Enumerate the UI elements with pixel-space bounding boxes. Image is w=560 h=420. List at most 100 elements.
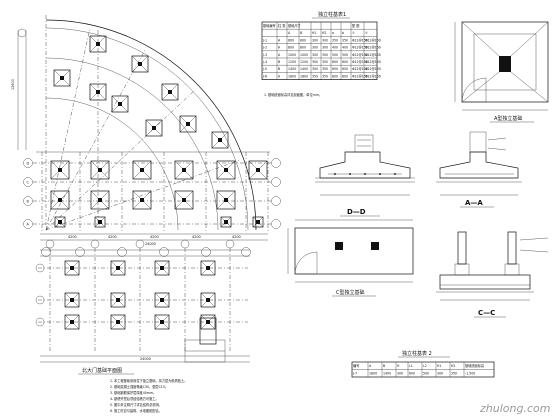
- note-2: 2. 基础混凝土强度等级C30，垫层C15。: [110, 384, 168, 389]
- note-3: 3. 基础钢筋保护层厚度40mm。: [110, 390, 156, 395]
- table-1-cell: Φ12@150: [365, 67, 381, 71]
- dim-5: 4200: [232, 235, 241, 239]
- gate-footing-1: [64, 260, 80, 276]
- col-axis-6: [241, 247, 251, 257]
- gate-axis-4: [180, 239, 190, 249]
- row-axis-c: C: [27, 181, 30, 185]
- row-axis-a: A: [27, 223, 30, 227]
- table-1-cell: J-3: [262, 53, 267, 57]
- footings-rect: [41, 152, 269, 232]
- table-1-cell: 400: [332, 46, 338, 50]
- table-1-cell: ②: [365, 31, 368, 35]
- table-1-cell: Φ12@150: [352, 74, 368, 78]
- table-1-cell: 300: [312, 53, 318, 57]
- table-1-cell: 基础编号: [263, 23, 276, 28]
- column-c-1: [335, 242, 343, 250]
- gate-axis-2: [90, 239, 100, 249]
- footing-r1-c5: [216, 160, 236, 180]
- table-1-cell: 350: [312, 74, 318, 78]
- row-axes: D C B A: [23, 158, 281, 229]
- table-1-cell: 650: [342, 67, 348, 71]
- table-1-cell: B: [278, 67, 280, 71]
- column-a: [499, 56, 511, 72]
- detail-a-plan: A型独立基础: [454, 21, 549, 123]
- table-2-cell: 600: [409, 372, 415, 376]
- table-1-cell: 300: [312, 67, 318, 71]
- table-1-cell: 300: [322, 53, 328, 57]
- table-1-cell: 350: [322, 74, 328, 78]
- table-1-cell: 1400: [288, 67, 296, 71]
- table-1-cell: 800: [332, 74, 338, 78]
- table-1-cell: J-5: [262, 67, 267, 71]
- gate-footing-12: [200, 314, 216, 330]
- table-1-note: 1. 基础底面标高详见剖面图，单位mm。: [264, 92, 322, 97]
- footing-arc-1: [89, 35, 107, 53]
- col-axis-4: [159, 247, 169, 257]
- table-1-cell: 1000: [288, 53, 296, 57]
- footing-r1-c3: [132, 160, 152, 180]
- footing-arc-6: [161, 83, 179, 101]
- axis-bubble-top: [17, 28, 27, 38]
- table-1-cell: 1200: [300, 60, 308, 64]
- footing-arc-4: [131, 55, 149, 73]
- table-2-cell: 300: [397, 372, 403, 376]
- table-1-cell: 300: [322, 46, 328, 50]
- column-c-2: [371, 242, 379, 250]
- note-6: 6. 施工时应与建筑、水电图纸配合。: [110, 408, 162, 413]
- table-1-cell: 500: [332, 53, 338, 57]
- table-2-cell: -1.500: [465, 372, 475, 376]
- table-1-cell: 600: [288, 38, 294, 42]
- gate-axis-5: [225, 239, 235, 249]
- table-1-cell: 1800: [288, 74, 296, 78]
- table-2-cell: 300: [437, 372, 443, 376]
- footing-r2-c2: [90, 190, 110, 210]
- dim-1: 4200: [68, 235, 77, 239]
- col-axes: [41, 247, 251, 257]
- table-1-cell: A: [278, 38, 281, 42]
- table-2-cell: B: [383, 364, 385, 368]
- foundation-plan-main: 12600 D C B A 4200 4200 4200 42: [11, 15, 281, 257]
- footing-r1-c2: [90, 160, 110, 180]
- table-1-cell: a: [332, 31, 334, 35]
- footing-arc-9: [211, 131, 229, 149]
- table-2-cell: A: [369, 364, 372, 368]
- gate-notes: 1. 本工程基础采用柱下独立基础，持力层为粉质粘土。 2. 基础混凝土强度等级C…: [110, 378, 187, 413]
- detail-a-title: A型独立基础: [494, 115, 522, 122]
- table-1-title: 独立柱基表1: [318, 11, 346, 18]
- gate-axis-3: [135, 239, 145, 249]
- dim-2: 4200: [108, 235, 117, 239]
- table-1-cell: 500: [342, 53, 348, 57]
- grid-rows: [33, 162, 271, 225]
- table-1-cell: A: [278, 53, 281, 57]
- table-2-cell: J-7: [352, 372, 357, 376]
- detail-c-plan: C型独立基础: [287, 219, 414, 297]
- footing-arc-3: [89, 83, 107, 101]
- gate-plan-title: 北大门基础平面图: [82, 367, 122, 374]
- table-2-cell: 350: [451, 372, 457, 376]
- table-2-cell: H: [397, 364, 400, 368]
- gate-footing-5: [64, 292, 80, 308]
- table-2-cell: 1800: [369, 372, 377, 376]
- section-dd: D—D: [315, 134, 415, 217]
- table-1-cell: 1400: [300, 67, 308, 71]
- gate-footing-4: [200, 260, 216, 276]
- section-aa-label: A—A: [465, 199, 483, 207]
- row-axis-d: D: [27, 162, 30, 166]
- table-1-cell: J-2: [262, 46, 267, 50]
- table-1-cell: 300: [312, 46, 318, 50]
- gate-row-axis-2: [35, 295, 45, 305]
- table-1-cell: B: [300, 31, 302, 35]
- table-1-cell: 600: [300, 38, 306, 42]
- table-1-cell: Φ12@150: [352, 46, 368, 50]
- table-1-cell: A: [278, 74, 281, 78]
- table-1-cell: 600: [332, 60, 338, 64]
- table-1-cell: Φ12@150: [352, 60, 368, 64]
- table-1-cell: 柱 类: [278, 23, 286, 28]
- gate-column-detail: [199, 317, 217, 345]
- dim-4: 4200: [192, 235, 201, 239]
- table-1-cell: Φ12@150: [365, 46, 381, 50]
- table-1-cell: 300: [322, 38, 328, 42]
- table-2-cell: 编号: [353, 363, 359, 368]
